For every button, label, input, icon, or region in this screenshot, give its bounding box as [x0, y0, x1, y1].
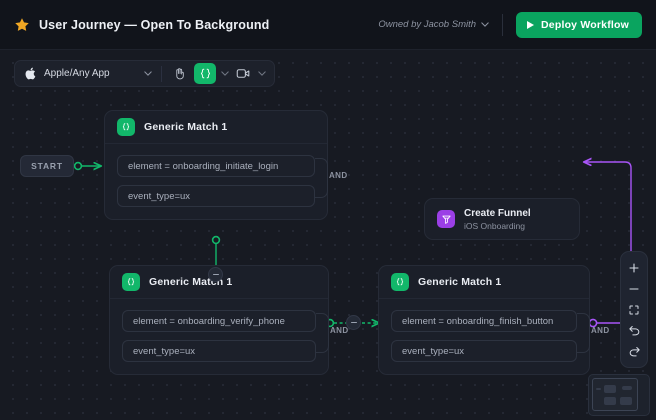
code-tool-button[interactable] — [194, 63, 216, 84]
node-body: element = onboarding_verify_phone event_… — [110, 299, 348, 374]
condition-row[interactable]: element = onboarding_verify_phone — [122, 310, 316, 332]
condition-row[interactable]: event_type=ux — [391, 340, 577, 362]
app-selector-label: Apple/Any App — [44, 68, 110, 79]
deploy-workflow-label: Deploy Workflow — [541, 18, 629, 31]
owner-dropdown[interactable]: Owned by Jacob Smith — [378, 19, 489, 30]
node-title: Generic Match 1 — [144, 121, 228, 133]
node-body: element = onboarding_finish_button event… — [379, 299, 609, 374]
redo-button[interactable] — [622, 341, 646, 362]
node-header: Generic Match 1 — [379, 266, 589, 299]
header-right-group: Owned by Jacob Smith Deploy Workflow — [378, 11, 642, 38]
redo-arrow-icon — [629, 346, 640, 357]
node-body: element = onboarding_initiate_login even… — [105, 144, 347, 219]
node-generic-match-1-left[interactable]: Generic Match 1 element = onboarding_ver… — [109, 265, 348, 375]
workflow-canvas[interactable]: Apple/Any App — [0, 50, 656, 420]
chevron-down-icon — [144, 71, 152, 76]
app-header: User Journey — Open To Background Owned … — [0, 0, 656, 50]
node-generic-match-1-top[interactable]: Generic Match 1 element = onboarding_ini… — [104, 110, 347, 220]
plus-icon — [629, 262, 639, 273]
condition-row[interactable]: event_type=ux — [117, 185, 315, 207]
owner-label: Owned by Jacob Smith — [378, 19, 477, 30]
funnel-text-group: Create Funnel iOS Onboarding — [464, 208, 531, 231]
video-tool-button[interactable] — [234, 64, 253, 83]
toolbar-tools — [162, 61, 274, 86]
minimap-viewport[interactable] — [592, 378, 638, 411]
hand-icon — [176, 68, 184, 80]
minus-icon — [350, 321, 357, 324]
condition-row[interactable]: element = onboarding_initiate_login — [117, 155, 315, 177]
condition-row[interactable]: event_type=ux — [122, 340, 316, 362]
undo-button[interactable] — [622, 320, 646, 341]
toolbar-divider — [161, 65, 162, 82]
chevron-down-icon — [481, 22, 489, 27]
fit-screen-icon — [629, 305, 639, 314]
code-braces-icon — [117, 118, 135, 136]
video-tool-chevron-down-icon[interactable] — [258, 71, 266, 76]
operator-group: AND — [315, 158, 347, 198]
operator-bracket — [316, 313, 329, 353]
minimap-node — [604, 385, 616, 393]
operator-label: AND — [329, 171, 348, 180]
zoom-out-button[interactable] — [622, 278, 646, 299]
code-braces-icon — [122, 273, 140, 291]
condition-row[interactable]: element = onboarding_finish_button — [391, 310, 577, 332]
app-selector-dropdown[interactable]: Apple/Any App — [15, 61, 161, 86]
minimap-node — [596, 388, 601, 390]
minimap[interactable] — [588, 374, 650, 416]
minimap-node — [604, 397, 616, 405]
node-header: Generic Match 1 — [105, 111, 327, 144]
undo-arrow-icon — [628, 325, 639, 336]
minus-icon — [629, 287, 639, 290]
node-generic-match-1-right[interactable]: Generic Match 1 element = onboarding_fin… — [378, 265, 609, 375]
code-tool-chevron-down-icon[interactable] — [221, 71, 229, 76]
minus-icon — [212, 273, 219, 276]
fit-view-button[interactable] — [622, 299, 646, 320]
operator-bracket — [315, 158, 328, 198]
operator-bracket — [577, 313, 590, 353]
edge-collapse-button-horizontal[interactable] — [346, 315, 361, 330]
zoom-in-button[interactable] — [622, 257, 646, 278]
funnel-title: Create Funnel — [464, 207, 531, 219]
star-icon[interactable] — [14, 17, 30, 33]
play-icon — [527, 20, 535, 29]
port-start-out — [73, 161, 83, 171]
minimap-node — [620, 397, 632, 405]
canvas-controls — [620, 251, 648, 368]
minimap-node — [622, 386, 632, 390]
canvas-toolbar: Apple/Any App — [14, 60, 275, 87]
funnel-icon — [437, 210, 455, 228]
video-camera-icon — [236, 69, 250, 78]
deploy-workflow-button[interactable]: Deploy Workflow — [516, 11, 642, 38]
start-node[interactable]: START — [20, 155, 74, 177]
code-braces-icon — [200, 68, 210, 79]
operator-group: AND — [577, 313, 609, 353]
operator-label: AND — [591, 326, 610, 335]
page-title: User Journey — Open To Background — [39, 17, 270, 32]
port-node1-out — [211, 235, 221, 245]
operator-label: AND — [330, 326, 349, 335]
hand-tool-button[interactable] — [170, 64, 189, 83]
funnel-subtitle: iOS Onboarding — [464, 220, 525, 231]
header-divider — [502, 13, 504, 36]
node-create-funnel[interactable]: Create Funnel iOS Onboarding — [424, 198, 580, 240]
code-braces-icon — [391, 273, 409, 291]
operator-group: AND — [316, 313, 348, 353]
node-title: Generic Match 1 — [418, 276, 502, 288]
apple-icon — [25, 67, 36, 80]
edge-collapse-button-vertical[interactable] — [208, 267, 223, 282]
